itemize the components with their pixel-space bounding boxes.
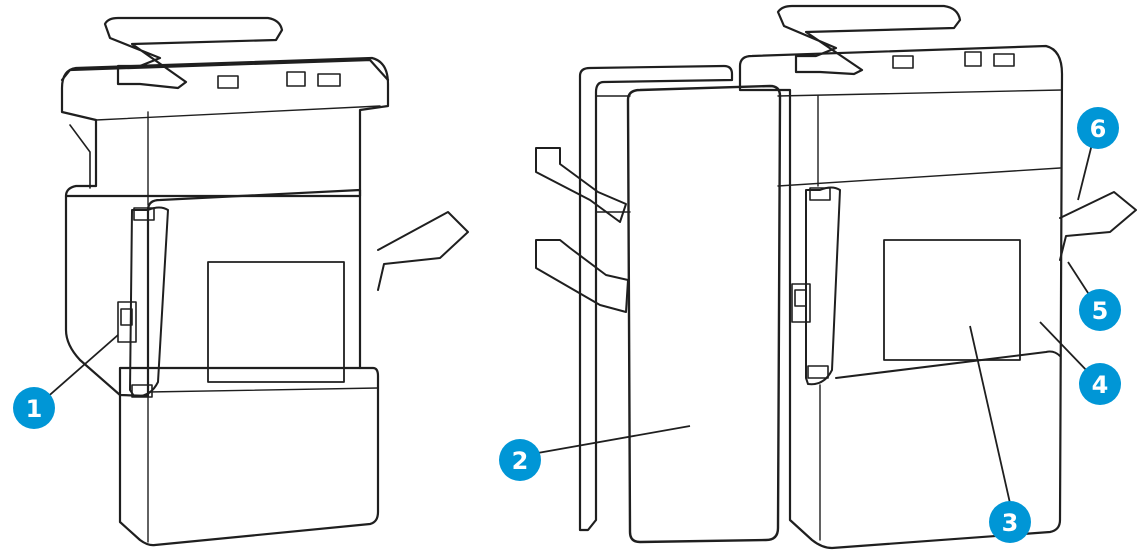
callout-5-badge <box>1079 289 1121 331</box>
left-hinge-1 <box>217 75 239 89</box>
left-side-vent <box>69 124 91 189</box>
left-hinge-2 <box>286 71 306 87</box>
callout-3: 3 <box>989 501 1031 543</box>
right-hinge-3 <box>993 53 1015 67</box>
left-door-latch-bottom <box>131 384 153 398</box>
left-body-top-edge <box>95 105 381 121</box>
finisher-rear-frame <box>578 64 734 532</box>
callout-5-label: 5 <box>1092 297 1109 325</box>
right-hinge-2 <box>964 51 982 67</box>
right-power-panel <box>791 283 811 323</box>
left-label-plate <box>207 261 345 383</box>
finisher-tray-upper <box>535 147 627 223</box>
callout-6-label: 6 <box>1090 115 1107 143</box>
left-output-tray-edge <box>377 263 385 291</box>
callout-6: 6 <box>1077 107 1119 149</box>
callout-leaders <box>43 143 1093 513</box>
leader-1 <box>43 334 119 401</box>
callout-5: 5 <box>1079 289 1121 331</box>
right-output-tray <box>1059 191 1137 261</box>
callout-4-label: 4 <box>1092 371 1109 399</box>
callout-2-label: 2 <box>512 447 529 475</box>
callout-1-badge <box>13 387 55 429</box>
right-body-top-edge <box>777 89 1063 97</box>
right-door-latch-bottom <box>807 365 829 379</box>
left-power-panel <box>117 301 137 343</box>
finisher-front-panel <box>626 84 782 544</box>
left-power-receptacle <box>120 308 133 326</box>
leader-6 <box>1077 143 1093 201</box>
right-adf-top <box>776 4 962 76</box>
left-main-body <box>60 56 390 198</box>
finisher-tray-lower <box>535 239 629 313</box>
callout-4: 4 <box>1079 363 1121 405</box>
callout-6-badge <box>1077 107 1119 149</box>
printer-right <box>535 4 1137 550</box>
right-label-plate <box>883 239 1021 361</box>
left-scanner-lid <box>60 58 390 82</box>
leader-3 <box>969 325 1013 513</box>
right-door-latch-top <box>809 187 831 201</box>
left-base-cabinet <box>118 366 380 547</box>
callout-2: 2 <box>499 439 541 481</box>
callout-4-badge <box>1079 363 1121 405</box>
leader-2 <box>531 425 691 455</box>
printer-left <box>60 16 469 547</box>
left-adf-top <box>103 16 284 90</box>
right-power-receptacle <box>794 289 807 307</box>
left-body-lower <box>64 188 362 398</box>
left-hinge-3 <box>317 73 341 87</box>
callout-1-label: 1 <box>26 395 43 423</box>
left-base-top-edge <box>147 387 379 393</box>
callout-2-badge <box>499 439 541 481</box>
left-door-latch-top <box>133 207 155 221</box>
callout-3-badge <box>989 501 1031 543</box>
callout-1: 1 <box>13 387 55 429</box>
left-output-tray <box>377 211 469 291</box>
left-rear-door <box>129 206 169 398</box>
right-base-top <box>835 350 1061 379</box>
right-rear-door <box>805 186 841 386</box>
right-main-body <box>738 44 1064 550</box>
right-hinge-1 <box>892 55 914 69</box>
leader-5 <box>1067 261 1091 297</box>
callout-3-label: 3 <box>1002 509 1019 537</box>
leader-4 <box>1039 321 1091 375</box>
right-body-mid-edge <box>777 167 1061 187</box>
